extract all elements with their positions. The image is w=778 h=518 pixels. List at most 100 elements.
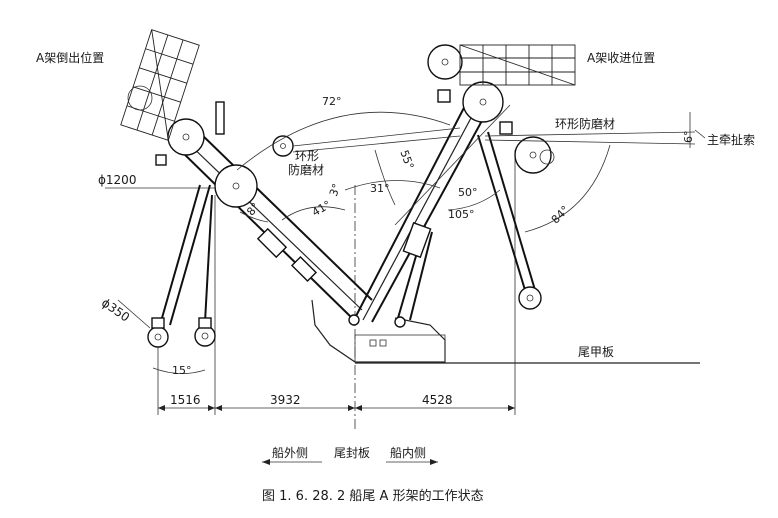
- in-foot-wheel: [518, 286, 542, 310]
- out-brace-2: [204, 194, 213, 323]
- in-aux-hub: [441, 58, 449, 66]
- in-brace-2: [409, 231, 433, 321]
- dimension-lines: [117, 299, 515, 465]
- reference-lines: [105, 150, 516, 430]
- dim-3932: 3932: [270, 393, 301, 407]
- arc-55: [374, 149, 396, 206]
- in-aux-sheave: [427, 44, 463, 80]
- label-main-tow: 主牵扯索: [707, 132, 755, 147]
- dim-arrow-5: [355, 405, 362, 411]
- label-inboard: 船内侧: [390, 446, 426, 460]
- label-a-frame-out: A架倒出位置: [36, 50, 104, 65]
- out-piston-2: [290, 255, 318, 283]
- tow-line-1: [484, 131, 696, 137]
- in-lattice-box: [459, 44, 576, 86]
- out-foot-hub-2: [201, 332, 209, 340]
- dim-arrow-3: [215, 405, 222, 411]
- dim-arrow-2: [208, 405, 215, 411]
- out-ring-pad: [214, 164, 258, 208]
- dim-arrow-6: [508, 405, 515, 411]
- angle-55: 55°: [397, 148, 416, 171]
- angle-41: 41°: [310, 198, 333, 219]
- out-foot-clamp-1: [151, 317, 165, 329]
- arc-31-50: [344, 180, 441, 191]
- label-diameter-350: ϕ350: [99, 295, 132, 324]
- out-foot-clamp-2: [198, 317, 212, 329]
- out-leg-mid: [184, 139, 363, 311]
- label-ring-pad-right: 环形防磨材: [555, 116, 615, 131]
- angle-6: 6°: [682, 131, 695, 144]
- a-frame-out: [120, 29, 373, 348]
- arc-105: [447, 189, 501, 211]
- label-outboard: 船外侧: [272, 446, 308, 460]
- label-diameter-1200: ϕ1200: [98, 173, 136, 187]
- in-rear-strut-1: [477, 134, 526, 291]
- in-bracket-1: [499, 121, 513, 135]
- outboard-arrow-head: [262, 459, 270, 465]
- out-brace-1b: [169, 184, 211, 326]
- label-ring-pad-left-1: 环形: [295, 149, 319, 163]
- angle-3: 3°: [327, 182, 343, 198]
- inboard-arrow-head: [430, 459, 438, 465]
- figure-caption: 图 1. 6. 28. 2 船尾 A 形架的工作状态: [262, 488, 484, 504]
- tow-leader: [694, 129, 706, 139]
- out-leg-lower: [199, 132, 373, 301]
- arc-84: [524, 144, 611, 233]
- base-block: [354, 334, 446, 363]
- out-lattice-box: [120, 29, 200, 141]
- angle-15: 15°: [172, 364, 192, 377]
- phi350-leader: [117, 299, 151, 329]
- angle-ref-line: [394, 104, 511, 226]
- stern-deck-structure: [311, 299, 700, 364]
- arc-41: [281, 206, 346, 221]
- out-ring-hub: [232, 182, 240, 190]
- out-brace-1: [159, 184, 201, 326]
- out-foot-wheel-2: [194, 325, 216, 347]
- in-ring-hub: [529, 151, 537, 159]
- main-tow-line: [484, 112, 706, 148]
- angle-arcs: [152, 104, 611, 374]
- label-transom: 尾封板: [334, 446, 370, 460]
- label-ring-pad-left-2: 防磨材: [288, 162, 324, 177]
- dim-4528: 4528: [422, 393, 453, 407]
- in-ring-small: [539, 149, 555, 165]
- out-aux-sheave: [127, 85, 153, 111]
- arc-8: [239, 211, 269, 223]
- angle-72: 72°: [322, 95, 342, 108]
- in-ring-pad: [514, 136, 552, 174]
- tow-line-2: [484, 139, 696, 145]
- in-head-sheave: [462, 81, 504, 123]
- angle-105: 105°: [448, 208, 475, 221]
- in-piston: [402, 221, 432, 259]
- in-leg-2: [371, 105, 491, 323]
- out-head-hub: [182, 133, 190, 141]
- in-rear-strut-2: [487, 131, 536, 291]
- label-a-frame-in: A架收进位置: [587, 50, 655, 65]
- a-frame-in: [348, 44, 576, 328]
- in-leg-1: [354, 99, 469, 319]
- out-foot-wheel-1: [147, 326, 169, 348]
- in-bracket-2: [437, 89, 451, 103]
- arc-72: [236, 111, 451, 171]
- angle-31: 31°: [370, 182, 390, 195]
- out-piston-1: [256, 227, 288, 259]
- base-window-1: [369, 339, 377, 347]
- arc-15: [152, 367, 206, 374]
- out-post: [215, 101, 225, 135]
- pivot-2: [394, 316, 406, 328]
- dim-arrow-1: [158, 405, 165, 411]
- in-head-hub: [479, 98, 487, 106]
- mid-cable-2: [292, 135, 461, 153]
- label-stern-deck: 尾甲板: [578, 345, 614, 359]
- in-leg-mid: [362, 102, 480, 321]
- angle-84: 84°: [549, 203, 572, 226]
- dim-arrow-4: [348, 405, 355, 411]
- base-window-2: [379, 339, 387, 347]
- mid-cable-1: [292, 127, 461, 147]
- in-foot-hub: [526, 294, 534, 302]
- dim-1516: 1516: [170, 393, 201, 407]
- angle-50: 50°: [458, 186, 478, 199]
- mid-ring-pad-hub: [280, 143, 286, 149]
